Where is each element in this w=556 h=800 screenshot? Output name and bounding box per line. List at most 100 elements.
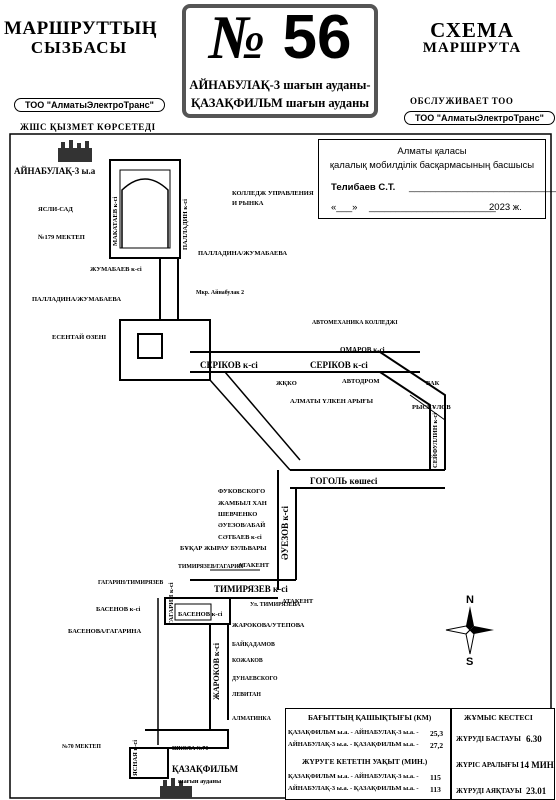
approval-date-prefix: «___» xyxy=(331,202,358,213)
label-mkr: Мкр. Айнабулак 2 xyxy=(196,290,244,296)
schedule-title: ЖҰМЫС КЕСТЕСІ xyxy=(464,713,533,722)
label-zharokova-ut: ЖАРОКОВА/УТЕПОВА xyxy=(232,622,305,629)
label-almatinka: АЛМАТИНКА xyxy=(232,716,271,722)
approval-date-suffix: 2023 ж. xyxy=(489,202,522,213)
label-zhko: ЖҚКО xyxy=(276,380,297,387)
label-basenova-gag: БАСЕНОВА/ГАГАРИНА xyxy=(68,628,142,635)
schedule-end-label: ЖҮРУДІ АЯҚТАУЫ xyxy=(456,787,522,795)
label-esentay: ЕСЕНТАЙ ӨЗЕНІ xyxy=(52,334,107,341)
distance-row1-label: ҚАЗАҚФИЛЬМ ы.а. - АЙНАБУЛАҚ-3 ы.а. - xyxy=(288,729,419,736)
label-serikov2: СЕРІКОВ к-сі xyxy=(310,360,368,370)
route-number-value: 56 xyxy=(282,3,352,72)
label-gagarin: ГАГАРИН к-сі xyxy=(168,582,175,625)
label-omarov: ОМАРОВ к-сі xyxy=(340,346,385,354)
schedule-interval-label: ЖҮРІС АРАЛЫҒЫ xyxy=(456,761,519,769)
label-kozhakov: КОЖАКОВ xyxy=(232,658,263,664)
distance-title: БАҒЫТТЫҢ ҚАШЫҚТЫҒЫ (КМ) xyxy=(308,713,432,722)
compass-s: S xyxy=(466,656,474,668)
label-timiryazev-s: ТИМИРЯЗЕВ/ГАГАРИН xyxy=(178,564,244,570)
time-title: ЖҮРУГЕ КЕТЕТІН УАҚЫТ (МИН.) xyxy=(302,757,428,766)
label-school179: №179 МЕКТЕП xyxy=(38,234,85,241)
label-dunaevsk: ДУНАЕВСКОГО xyxy=(232,676,278,682)
route-number-box: № 56 АЙНАБУЛАҚ-3 шағын ауданы- ҚАЗАҚФИЛЬ… xyxy=(182,2,378,118)
route-number: № 56 xyxy=(186,2,374,74)
operator-left-name: ТОО "АлматыЭлектроТранс" xyxy=(14,98,165,112)
time-row2-value: 113 xyxy=(430,785,441,794)
header-right-title: СХЕМА МАРШРУТА xyxy=(392,18,552,57)
label-avtodrom: АВТОДРОМ xyxy=(342,378,380,385)
schedule-start-label: ЖҮРУДІ БАСТАУЫ xyxy=(456,735,521,743)
label-levitan: ЛЕВИТАН xyxy=(232,692,261,698)
label-school70b: ШКОЛА №70 xyxy=(172,746,209,752)
distance-row1-value: 25,3 xyxy=(430,729,444,738)
label-yasnaya: ЯСНАЯ к-сі xyxy=(132,739,139,776)
label-palladina-zhum1: ПАЛЛАДИНА/ЖУМАБАЕВА xyxy=(198,250,288,257)
compass-icon xyxy=(445,606,494,655)
schedule-interval-value: 14 МИН xyxy=(520,760,554,770)
route-to: ҚАЗАҚФИЛЬМ шағын ауданы xyxy=(190,96,370,110)
label-basenov2: БАСЕНОВ к-сі xyxy=(178,611,223,618)
distance-row2-value: 27,2 xyxy=(430,741,444,750)
label-kazakhfilm2: шағын ауданы xyxy=(178,778,222,785)
label-fokovskogo: ФУКОВСКОГО xyxy=(218,488,266,495)
schedule-start-value: 6.30 xyxy=(526,734,542,744)
schedule-panel: ЖҰМЫС КЕСТЕСІ ЖҮРУДІ БАСТАУЫ 6.30 ЖҮРІС … xyxy=(451,708,555,800)
label-basenov1: БАСЕНОВ к-сі xyxy=(96,606,141,613)
approval-line1: Алматы қаласы xyxy=(397,146,467,157)
label-utepov: Ул. ТИМИРЯЗЕВА xyxy=(250,602,301,608)
time-row1-label: ҚАЗАҚФИЛЬМ ы.а. - АЙНАБУЛАҚ-3 ы.а. - xyxy=(288,773,419,780)
label-yasli: ЯСЛИ-САД xyxy=(38,206,73,213)
time-row1-value: 115 xyxy=(430,773,441,782)
label-makataev: МАКАТАЕВ к-сі xyxy=(112,196,119,246)
route-number-symbol: № xyxy=(208,4,266,72)
label-atakent1: АТАКЕНТ xyxy=(238,562,270,569)
operator-right-name: ТОО "АлматыЭлектроТранс" xyxy=(404,111,555,125)
label-zhumabaev: ЖУМАБАЕВ к-сі xyxy=(90,266,142,273)
label-abylai: ЖАМБЫЛ ХАН xyxy=(218,500,267,507)
label-zharokov: ЖАРОКОВ к-сі xyxy=(212,643,221,700)
label-serikov1: СЕРІКОВ к-сі xyxy=(200,360,258,370)
label-auezova: ӘУЕЗОВ/АБАЙ xyxy=(218,522,266,529)
depot-icon-2 xyxy=(160,778,192,798)
header-right-line2: МАРШРУТА xyxy=(422,40,522,56)
distance-row2-label: АЙНАБУЛАҚ-3 ы.а. - ҚАЗАҚФИЛЬМ ы.а. - xyxy=(288,741,419,748)
label-gogol: ГОГОЛЬ көшесі xyxy=(310,476,378,486)
approval-signature-line: ____________________________ xyxy=(409,182,556,193)
route-line xyxy=(109,159,446,779)
label-palladina-zhum2: ПАЛЛАДИНА/ЖУМАБАЕВА xyxy=(32,296,122,303)
header-left-title: МАРШРУТТЫҢ СЫЗБАСЫ xyxy=(4,18,157,58)
approval-line2: қалалық мобилділік басқармасының басшысы xyxy=(329,160,535,171)
label-satpaev: СӘТБАЕВ к-сі xyxy=(218,534,262,541)
label-bukhar: БҰҚАР ЖЫРАУ БУЛЬВАРЫ xyxy=(180,545,267,552)
label-shevchenko: ШЕВЧЕНКО xyxy=(218,511,258,518)
label-atakent2: АТАКЕНТ xyxy=(282,598,314,605)
header-left-line2: СЫЗБАСЫ xyxy=(30,38,128,57)
depot-icon xyxy=(58,140,92,162)
schedule-end-value: 23.01 xyxy=(526,786,547,796)
distance-panel: БАҒЫТТЫҢ ҚАШЫҚТЫҒЫ (КМ) ҚАЗАҚФИЛЬМ ы.а. … xyxy=(285,708,451,800)
time-row2-label: АЙНАБУЛАҚ-3 ы.а. - ҚАЗАҚФИЛЬМ ы.а. - xyxy=(288,785,419,792)
label-aynabulak: АЙНАБУЛАҚ-3 ы.а xyxy=(14,166,96,176)
label-vak: ВАК xyxy=(426,380,440,387)
label-rysqulov: РЫСКҰЛОВ xyxy=(412,404,451,411)
label-palladin-v: ПАЛЛАДИН к-сі xyxy=(182,199,189,250)
header-left-line1: МАРШРУТТЫҢ xyxy=(4,18,157,39)
label-auezov: ӘУЕЗОВ к-сі xyxy=(280,505,290,560)
approval-signer: Телибаев С.Т. xyxy=(331,182,396,193)
label-kazakhfilm: ҚАЗАҚФИЛЬМ xyxy=(172,764,239,774)
label-timiryazev: ТИМИРЯЗЕВ к-сі xyxy=(214,584,288,594)
compass-n: N xyxy=(466,594,474,606)
label-seifullin: СЕЙФУЛЛИН к-сі xyxy=(432,412,439,468)
map-frame xyxy=(9,133,552,799)
label-avtomehanika: АВТОМЕХАНИКА КОЛЛЕДЖІ xyxy=(312,320,398,326)
label-school70: №70 МЕКТЕП xyxy=(62,744,101,750)
approval-date-line: ________________________ xyxy=(369,202,496,213)
operator-left-caption: ЖШС ҚЫЗМЕТ КӨРСЕТЕДІ xyxy=(20,122,156,132)
approval-box: Алматы қаласы қалалық мобилділік басқарм… xyxy=(318,139,556,219)
header-right-line1: СХЕМА xyxy=(430,18,514,42)
route-from: АЙНАБУЛАҚ-3 шағын ауданы- xyxy=(189,78,371,92)
label-baikadam: БАЙҚАДАМОВ xyxy=(232,642,275,648)
label-rynok: И РЫНКА xyxy=(232,200,264,207)
label-college: КОЛЛЕДЖ УПРАВЛЕНИЯ xyxy=(232,190,314,197)
